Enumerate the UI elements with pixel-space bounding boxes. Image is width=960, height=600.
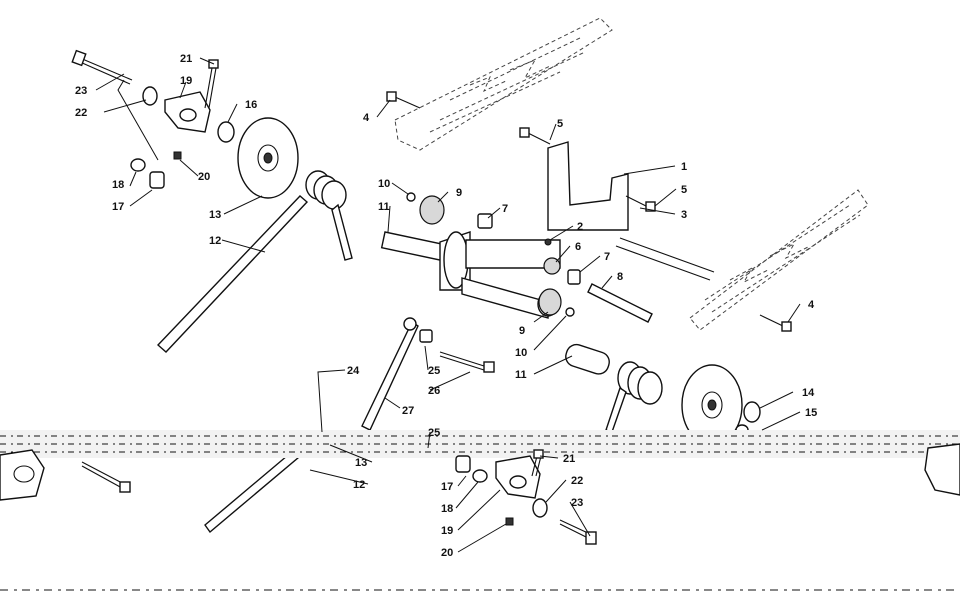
washer-18-upper (130, 158, 146, 172)
pivot-arm-assembly (380, 231, 561, 319)
callout-5b: 5 (681, 184, 687, 196)
callout-21a: 21 (180, 53, 192, 65)
nut-20-lower (505, 517, 514, 526)
callout-23b: 23 (571, 497, 583, 509)
washer-10-lower (565, 307, 575, 317)
callout-23a: 23 (75, 85, 87, 97)
washer-22-lower (532, 498, 548, 518)
callout-24: 24 (347, 365, 360, 377)
spring-12-lower (204, 361, 663, 534)
callout-5a: 5 (557, 118, 563, 130)
callout-6: 6 (575, 241, 581, 253)
callout-15: 15 (805, 407, 817, 419)
callout-12a: 12 (209, 235, 221, 247)
right-rail-outline (689, 189, 869, 331)
bracket-left-edge (0, 449, 45, 501)
callout-16: 16 (245, 99, 257, 111)
callout-22b: 22 (571, 475, 583, 487)
callout-21b: 21 (563, 453, 575, 465)
callout-3: 3 (681, 209, 687, 221)
bushing-25-upper (419, 329, 433, 343)
callout-11a: 11 (378, 201, 390, 213)
washer-18-lower (472, 469, 488, 483)
callout-17b: 17 (441, 481, 453, 493)
callout-17a: 17 (112, 201, 124, 213)
bolt-left-edge (81, 461, 131, 493)
callout-20a: 20 (198, 171, 210, 183)
bracket-19-upper (164, 91, 211, 133)
callout-22a: 22 (75, 107, 87, 119)
bracket-1 (547, 141, 629, 231)
callout-7a: 7 (502, 203, 508, 215)
callout-13a: 13 (209, 209, 221, 221)
callout-11b: 11 (515, 369, 527, 381)
bolt-5-right (625, 195, 656, 212)
bolt-24 (403, 317, 417, 331)
bolt-5-left (519, 127, 551, 145)
scan-noise-band (0, 430, 960, 591)
callout-4a: 4 (363, 112, 370, 124)
pin-2 (544, 238, 552, 246)
callout-7b: 7 (604, 251, 610, 263)
callout-20b: 20 (441, 547, 453, 559)
bushing-16 (217, 121, 235, 143)
callout-2: 2 (577, 221, 583, 233)
left-rail-outline (394, 17, 613, 151)
callout-8: 8 (617, 271, 623, 283)
bolt-4-upper (386, 91, 421, 109)
callout-25b: 25 (428, 427, 440, 439)
callout-19a: 19 (180, 75, 192, 87)
bushing-14 (743, 401, 761, 423)
callout-13b: 13 (355, 457, 367, 469)
callout-10a: 10 (378, 178, 390, 190)
callout-27: 27 (402, 405, 414, 417)
bolt-23-lower (559, 519, 597, 545)
shaft-8 (587, 283, 653, 323)
nut-20-upper (173, 151, 182, 160)
callout-9a: 9 (456, 187, 462, 199)
bolt-23-upper (71, 49, 133, 85)
bolt-26 (439, 351, 495, 373)
bushing-9-lower (538, 288, 562, 316)
bushing-7-lower (567, 269, 581, 285)
leader-lines (95, 57, 801, 553)
bracket-19-lower (495, 455, 541, 499)
bushing-17-upper (149, 171, 165, 189)
bolt-4-lower (759, 314, 792, 332)
bolt-21-upper (204, 59, 219, 109)
callout-25a: 25 (428, 365, 440, 377)
callout-26: 26 (428, 385, 440, 397)
bushing-11-lower (565, 343, 610, 375)
wheel-13-upper (237, 117, 299, 199)
callout-18b: 18 (441, 503, 453, 515)
callout-1: 1 (681, 161, 687, 173)
washer-22-upper (142, 86, 158, 106)
callout-19b: 19 (441, 525, 453, 537)
bushing-9-upper (419, 195, 445, 225)
callout-10b: 10 (515, 347, 527, 359)
callout-labels: 1 2 3 4 4 5 5 6 7 7 8 9 9 10 10 11 11 12… (75, 53, 817, 559)
bushing-17-lower (455, 455, 471, 473)
washer-10-upper (406, 192, 416, 202)
callout-12b: 12 (353, 479, 365, 491)
spring-12-upper (156, 170, 353, 353)
callout-9b: 9 (519, 325, 525, 337)
shaft-3 (615, 237, 715, 281)
callout-18a: 18 (112, 179, 124, 191)
callout-14: 14 (802, 387, 815, 399)
callout-4b: 4 (808, 299, 815, 311)
bracket-right-edge (924, 443, 960, 496)
